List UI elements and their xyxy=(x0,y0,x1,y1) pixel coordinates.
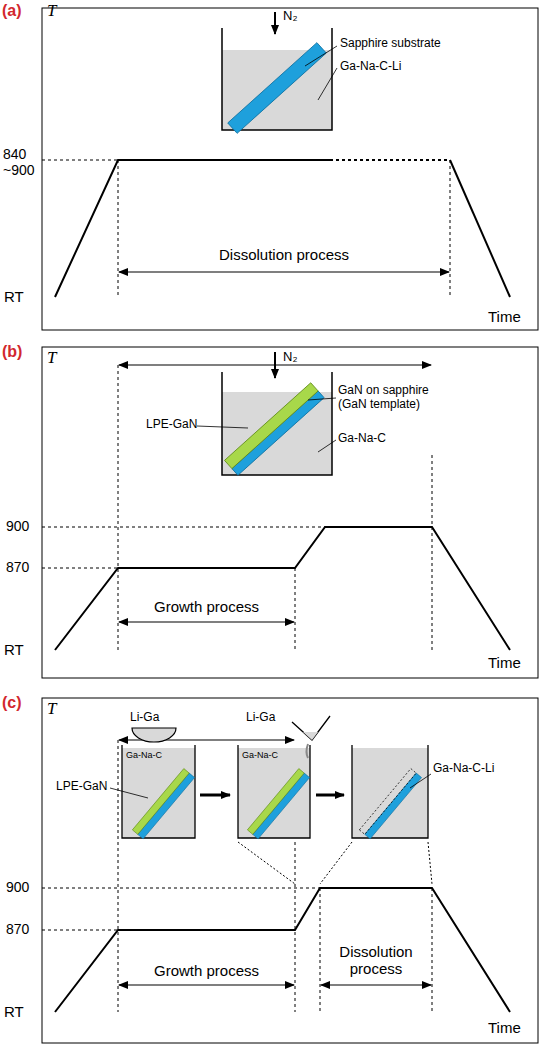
temperature-value: RT xyxy=(4,1003,24,1020)
panel-letter: (c) xyxy=(2,694,22,712)
axis-label: T xyxy=(47,348,56,368)
process-label: Dissolution process xyxy=(184,246,384,263)
part-label: Li-Ga xyxy=(246,711,275,725)
temperature-value: RT xyxy=(4,641,24,658)
temperature-value: 840 ~900 xyxy=(3,146,35,178)
part-label: LPE-GaN xyxy=(146,418,197,432)
gas-label: N₂ xyxy=(283,350,297,365)
process-label: Growth process xyxy=(118,598,295,615)
panel-letter: (a) xyxy=(2,2,22,20)
temperature-value: RT xyxy=(4,288,24,305)
part-label: Ga-Na-C xyxy=(242,750,278,760)
temperature-value: 870 xyxy=(6,921,29,937)
part-label: Ga-Na-C-Li xyxy=(340,60,401,74)
part-label: LPE-GaN xyxy=(56,780,107,794)
axis-label: Time xyxy=(488,654,521,671)
temperature-value: 900 xyxy=(6,879,29,895)
part-label: Ga-Na-C-Li xyxy=(433,762,494,776)
part-label: Sapphire substrate xyxy=(340,37,441,51)
process-label: Growth process xyxy=(118,962,295,979)
part-label: Li-Ga xyxy=(130,711,159,725)
part-label: Ga-Na-C xyxy=(126,750,162,760)
gas-label: N₂ xyxy=(283,9,297,24)
part-label: GaN on sapphire (GaN template) xyxy=(338,384,453,412)
axis-label: Time xyxy=(488,1019,521,1036)
axis-label: T xyxy=(47,699,56,719)
axis-label: T xyxy=(47,1,56,21)
panel-letter: (b) xyxy=(2,343,22,361)
temperature-value: 870 xyxy=(6,559,29,575)
process-label: Dissolution process xyxy=(322,943,430,978)
axis-label: Time xyxy=(488,308,521,325)
part-label: Ga-Na-C xyxy=(338,432,386,446)
temperature-value: 900 xyxy=(6,518,29,534)
